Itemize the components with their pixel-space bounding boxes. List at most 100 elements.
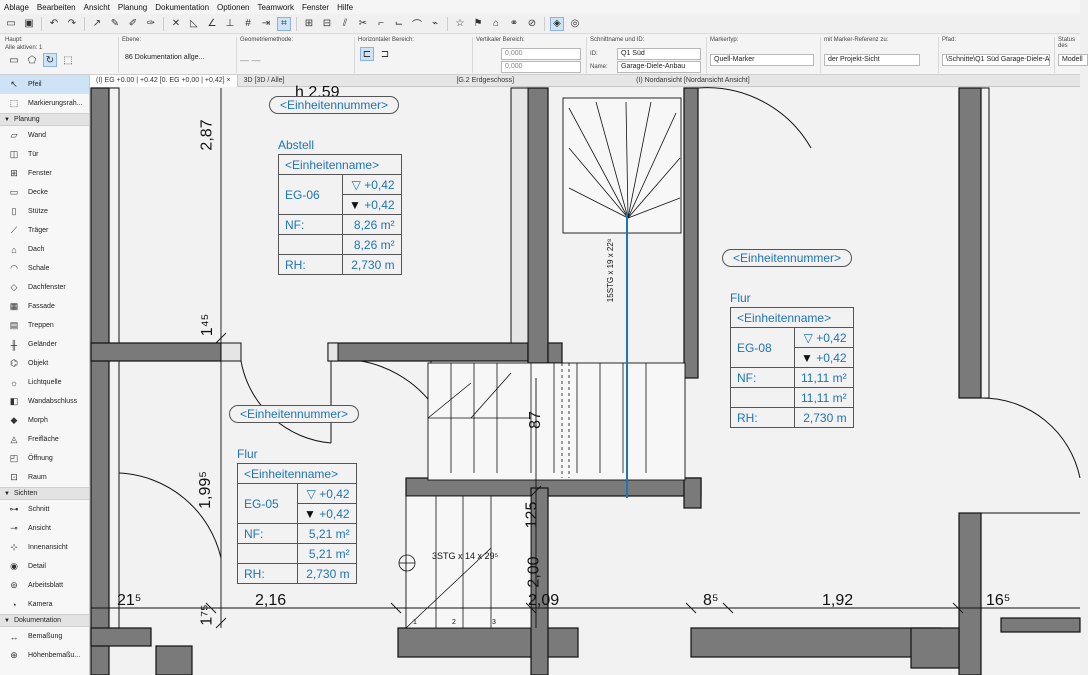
tab-nordansicht[interactable]: (I) Nordansicht [Nordansicht Ansicht]: [636, 76, 750, 84]
geometrie-line-icon[interactable]: — —: [240, 55, 261, 65]
tool-decke[interactable]: ▭Decke: [0, 183, 89, 202]
name-field[interactable]: Garage-Diele-Anbau: [617, 61, 701, 73]
tool-gelaender[interactable]: ╫Geländer: [0, 335, 89, 354]
pfad-field[interactable]: \Schnitte\Q1 Süd Garage-Diele-A: [942, 54, 1050, 66]
undo-icon[interactable]: ↶: [49, 18, 59, 29]
close-icon[interactable]: ×: [226, 76, 231, 84]
menu-teamwork[interactable]: Teamwork: [257, 2, 294, 12]
adjust-icon[interactable]: ⌙: [394, 18, 404, 29]
id-field[interactable]: Q1 Süd: [617, 48, 701, 60]
star-icon[interactable]: ☆: [455, 18, 465, 29]
inject-icon[interactable]: ✎: [110, 18, 120, 29]
tool-pfeil[interactable]: ↖Pfeil: [0, 75, 89, 94]
tool-raum[interactable]: ⊡Raum: [0, 468, 89, 487]
zone-stamp-eg-08[interactable]: Flur <Einheitenname> EG-08▽ +0,42 ▼ +0,4…: [730, 291, 854, 428]
section-dokumentation[interactable]: ▼Dokumentation: [0, 614, 89, 627]
fillet-icon[interactable]: ⌒: [412, 20, 422, 31]
horizontal-range-infinite-icon[interactable]: ⊐: [380, 48, 390, 60]
selection-poly-icon[interactable]: ⬠: [27, 54, 37, 66]
zone-stamp-eg-05[interactable]: Flur <Einheitenname> EG-05▽ +0,42 ▼ +0,4…: [237, 447, 357, 584]
unit-number-pill[interactable]: <Einheitennummer>: [269, 96, 400, 114]
tool-objekt[interactable]: ⌬Objekt: [0, 354, 89, 373]
tool-morph[interactable]: ◆Morph: [0, 411, 89, 430]
menu-planung[interactable]: Planung: [117, 2, 148, 12]
selection-rotate-icon[interactable]: ↻: [43, 53, 57, 67]
link-icon[interactable]: ⚭: [509, 18, 519, 29]
tool-detail[interactable]: ◉Detail: [0, 557, 89, 576]
pick-icon[interactable]: ↗: [92, 18, 102, 29]
section-planung[interactable]: ▼Planung: [0, 113, 89, 126]
tool-stuetze[interactable]: ▯Stütze: [0, 202, 89, 221]
offset-icon[interactable]: ⇥: [261, 18, 271, 29]
intersect-icon[interactable]: ⌐: [378, 18, 384, 29]
section-sichten[interactable]: ▼Sichten: [0, 487, 89, 500]
split-icon[interactable]: ⫽: [342, 18, 348, 29]
markertyp-select[interactable]: Quell-Marker: [710, 54, 814, 66]
menu-dokumentation[interactable]: Dokumentation: [155, 2, 210, 12]
snap-icon[interactable]: ✕: [171, 18, 181, 29]
ebene-select[interactable]: 86 Dokumentation allge...: [125, 54, 205, 61]
pen-icon[interactable]: ✐: [128, 18, 138, 29]
filter-icon[interactable]: ◎: [570, 18, 580, 29]
selection-single-icon[interactable]: ▭: [9, 54, 19, 66]
menu-ablage[interactable]: Ablage: [4, 2, 29, 12]
flag-icon[interactable]: ⚑: [473, 18, 483, 29]
menu-optionen[interactable]: Optionen: [217, 2, 250, 12]
tool-kamera[interactable]: ◔Kamera: [0, 595, 89, 614]
dimension-label: 1,99⁵: [196, 471, 214, 509]
tab-grundriss[interactable]: (I) EG +0.00 | +0.42 [0. EG +0,00 | +0,4…: [90, 74, 238, 87]
tool-wand[interactable]: ▱Wand: [0, 126, 89, 145]
unit-number-pill[interactable]: <Einheitennummer>: [722, 249, 853, 267]
tool-hoehenbemassung[interactable]: ⊕Höhenbemaßu...: [0, 646, 89, 665]
floor-plan-canvas[interactable]: h 2,59 <Einheitennummer> <Einheitennumme…: [90, 84, 1081, 675]
tool-freiflaeche[interactable]: ◬Freifläche: [0, 430, 89, 449]
label-icon[interactable]: ⌂: [492, 18, 500, 29]
referenz-select[interactable]: der Projekt-Sicht: [824, 54, 920, 66]
save-icon[interactable]: ▣: [24, 18, 34, 29]
vertikal-field-1[interactable]: 0,000: [501, 48, 581, 60]
grid-icon[interactable]: #: [245, 18, 251, 29]
zone-stamp-eg-06[interactable]: Abstell <Einheitenname> EG-06▽ +0,42 ▼ +…: [278, 138, 402, 275]
explode-icon[interactable]: ⌁: [431, 18, 439, 29]
open-icon[interactable]: ▭: [6, 18, 16, 29]
selection-area-icon[interactable]: ⬚: [63, 54, 73, 66]
tool-schnitt[interactable]: ⊶Schnitt: [0, 500, 89, 519]
tool-treppen[interactable]: ▤Treppen: [0, 316, 89, 335]
horizontal-range-limited-icon[interactable]: ⊏: [360, 47, 374, 61]
trim-icon[interactable]: ✂: [358, 18, 368, 29]
tool-fassade[interactable]: ▦Fassade: [0, 297, 89, 316]
angle-icon[interactable]: ∠: [207, 18, 217, 29]
tool-dach[interactable]: ⌂Dach: [0, 240, 89, 259]
align-icon[interactable]: ⊞: [304, 18, 314, 29]
grid-snap-icon[interactable]: ⌗: [277, 16, 291, 31]
menu-bearbeiten[interactable]: Bearbeiten: [36, 2, 76, 12]
tool-fenster[interactable]: ⊞Fenster: [0, 164, 89, 183]
view-icon[interactable]: ◈: [550, 16, 564, 31]
tab-erdgeschoss[interactable]: [G.2 Erdgeschoss]: [456, 76, 515, 84]
measure-icon[interactable]: ✑: [146, 18, 156, 29]
guide-icon[interactable]: ◺: [190, 18, 198, 29]
menu-fenster[interactable]: Fenster: [301, 2, 330, 12]
tool-arbeitsblatt[interactable]: ⊚Arbeitsblatt: [0, 576, 89, 595]
distribute-icon[interactable]: ⊟: [322, 18, 332, 29]
tool-lichtquelle[interactable]: ☼Lichtquelle: [0, 373, 89, 392]
tool-wandabschluss[interactable]: ◧Wandabschluss: [0, 392, 89, 411]
unit-number-pill[interactable]: <Einheitennummer>: [229, 405, 360, 423]
tab-3d[interactable]: 3D [3D / Alle]: [243, 76, 285, 84]
redo-icon[interactable]: ↷: [67, 18, 77, 29]
menu-hilfe[interactable]: Hilfe: [337, 2, 354, 12]
tool-ansicht[interactable]: ⊸Ansicht: [0, 519, 89, 538]
menu-ansicht[interactable]: Ansicht: [83, 2, 110, 12]
tool-tuer[interactable]: ◫Tür: [0, 145, 89, 164]
status-field[interactable]: Modell: [1058, 54, 1088, 66]
tool-innenansicht[interactable]: ⊹Innenansicht: [0, 538, 89, 557]
tool-dachfenster[interactable]: ◇Dachfenster: [0, 278, 89, 297]
tool-schale[interactable]: ◠Schale: [0, 259, 89, 278]
elevation-icon[interactable]: ⊥: [225, 18, 235, 29]
tag-icon[interactable]: ⊘: [527, 18, 537, 29]
tool-oeffnung[interactable]: ◰Öffnung: [0, 449, 89, 468]
tool-markierungsrahmen[interactable]: ⬚Markierungsrah...: [0, 94, 89, 113]
tool-traeger[interactable]: ⟋Träger: [0, 221, 89, 240]
tool-bemassung[interactable]: ↔Bemaßung: [0, 627, 89, 646]
vertikal-field-2[interactable]: 0,000: [501, 61, 581, 73]
